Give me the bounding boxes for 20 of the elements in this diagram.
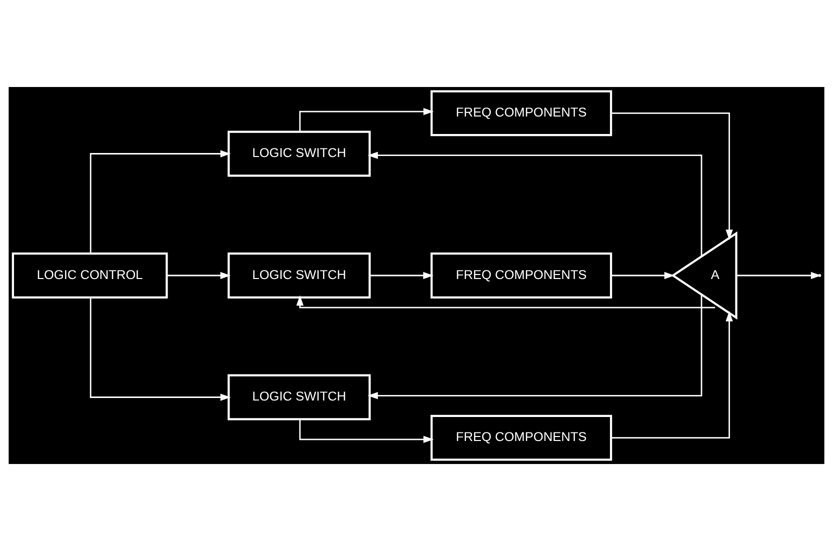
node-box: FREQ COMPONENTS — [430, 252, 612, 298]
arrow — [90, 150, 231, 254]
arrow — [611, 272, 675, 280]
arrow — [166, 272, 231, 280]
arrow — [611, 112, 733, 240]
arrow — [370, 272, 434, 280]
node-box: FREQ COMPONENTS — [430, 90, 612, 136]
arrow — [368, 294, 702, 400]
arrow — [611, 311, 733, 439]
node-box: LOGIC CONTROL — [12, 252, 168, 298]
arrow — [299, 108, 434, 132]
node-box: LOGIC SWITCH — [228, 252, 371, 298]
arrow — [368, 152, 702, 256]
arrow — [736, 272, 822, 280]
arrow — [90, 298, 231, 401]
node-box: LOGIC SWITCH — [228, 130, 371, 177]
node-box: LOGIC SWITCH — [228, 374, 371, 420]
arrow — [296, 295, 716, 308]
arrow — [299, 419, 434, 444]
node-box: FREQ COMPONENTS — [430, 414, 612, 461]
